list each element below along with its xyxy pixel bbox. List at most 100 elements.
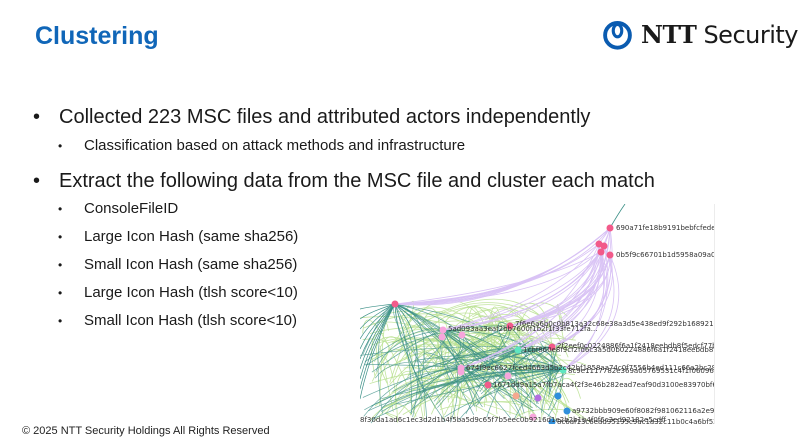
graph-node[interactable] — [548, 418, 556, 425]
bullet-dot: • — [33, 106, 41, 128]
sub-bullet-item: • Small Icon Hash (tlsh score<10) — [58, 312, 297, 329]
graph-node[interactable] — [504, 372, 512, 380]
graph-node[interactable] — [529, 413, 537, 421]
sub-bullet-text: ConsoleFileID — [84, 200, 179, 217]
graph-edge — [460, 367, 534, 412]
bullet-text: Extract the following data from the MSC … — [59, 170, 655, 192]
graph-edge — [365, 325, 511, 366]
graph-edge — [374, 363, 547, 407]
graph-edge — [516, 319, 553, 401]
bullet-dot: • — [58, 314, 63, 328]
graph-edge — [394, 303, 521, 386]
graph-edge — [422, 346, 553, 369]
graph-edge — [515, 408, 589, 419]
graph-edge — [360, 303, 396, 360]
graph-edge — [369, 370, 583, 420]
graph-node-label: 1671dd9a15a7fb7aca4f2f3e46b282ead7eaf90d… — [493, 381, 714, 389]
graph-edge — [410, 367, 462, 414]
graph-node[interactable] — [554, 392, 562, 400]
graph-edge — [364, 328, 444, 363]
sub-bullet-item: • ConsoleFileID — [58, 200, 178, 217]
graph-edge — [362, 367, 462, 398]
graph-edge — [476, 321, 524, 376]
graph-node[interactable] — [563, 407, 571, 415]
graph-edge — [375, 329, 444, 372]
graph-edge — [379, 322, 389, 406]
cluster-network-graph[interactable]: 690a71fe18b9191bebfcfedeb 0b5f9c66701b1d5… — [360, 204, 715, 424]
graph-node-label: 8c6af13c6ead95195c9ac1a32c11b0c4a6bf5296… — [557, 418, 714, 424]
graph-node-label: 8c9e1117782e369a05769531c4f1f06096e1e75f… — [568, 367, 714, 375]
graph-node[interactable] — [559, 366, 567, 374]
graph-node-label: 5ad093aa3eaf2bb7600f1b2f1f33fe712fa... — [448, 325, 598, 333]
bullet-dot: • — [58, 286, 63, 300]
graph-edge — [360, 303, 396, 340]
graph-node[interactable] — [512, 392, 520, 400]
sub-bullet-text: Small Icon Hash (same sha256) — [84, 256, 298, 273]
graph-edge — [360, 303, 396, 320]
graph-node[interactable] — [439, 326, 447, 334]
graph-edge — [442, 329, 461, 359]
graph-edge — [374, 361, 462, 379]
graph-edge — [517, 227, 611, 351]
bullet-dot: • — [58, 230, 63, 244]
graph-edge — [440, 337, 576, 395]
graph-node[interactable] — [484, 381, 492, 389]
graph-edge — [360, 303, 396, 350]
slide-title: Clustering — [35, 22, 159, 50]
sub-bullet-item: • Large Icon Hash (tlsh score<10) — [58, 284, 298, 301]
graph-edge — [394, 303, 425, 379]
graph-node-label: 1cbf860e8f9cf2fd6c3a5d0b0224886f6a1f2418… — [523, 346, 714, 354]
graph-edge — [444, 346, 590, 416]
logo-brand: NTT — [641, 19, 697, 49]
graph-node[interactable] — [458, 331, 466, 339]
graph-edge — [362, 319, 409, 388]
graph-edge — [452, 355, 564, 371]
graph-edge — [475, 346, 553, 407]
graph-node[interactable] — [438, 333, 446, 341]
logo-wordmark: NTT Security — [641, 20, 798, 49]
graph-edge — [442, 329, 519, 374]
graph-edge — [363, 349, 519, 417]
graph-node-label: 8f30da1ad6c1ec3d2d1b4f5ba5d9c65f7b5eec0b… — [360, 416, 666, 424]
graph-edge — [360, 303, 396, 380]
sub-bullet-text: Large Icon Hash (tlsh score<10) — [84, 284, 298, 301]
graph-edge — [540, 340, 558, 364]
graph-node[interactable] — [597, 248, 605, 256]
graph-edge — [433, 346, 553, 402]
graph-node[interactable] — [534, 394, 542, 402]
graph-edge — [396, 345, 539, 421]
graph-edge — [509, 254, 611, 327]
sub-bullet-text: Small Icon Hash (tlsh score<10) — [84, 312, 298, 329]
graph-edge — [362, 338, 390, 361]
graph-node[interactable] — [606, 251, 614, 259]
graph-edge — [442, 227, 611, 331]
graph-edge — [408, 349, 519, 376]
graph-node[interactable] — [548, 343, 556, 351]
graph-edge — [396, 369, 564, 405]
graph-node[interactable] — [457, 364, 465, 372]
graph-edge — [392, 338, 456, 419]
graph-node[interactable] — [514, 346, 522, 354]
graph-edge — [373, 354, 399, 423]
bullet-dot: • — [58, 202, 63, 216]
graph-edge — [360, 303, 396, 330]
bullet-item: •Collected 223 MSC files and attributed … — [33, 106, 590, 129]
graph-edge — [402, 304, 528, 332]
graph-node-label: a9732bbb909e60f8082f981062116a2e9035b1bc… — [572, 407, 715, 415]
graph-node-label: 7f6e6a6b0c0b813a32c68e38a3d5e438ed9f292b… — [515, 320, 714, 328]
graph-node[interactable] — [606, 224, 614, 232]
graph-node[interactable] — [391, 300, 399, 308]
graph-node[interactable] — [506, 322, 514, 330]
graph-edge — [406, 339, 477, 412]
graph-edge — [394, 303, 476, 358]
graph-edge — [394, 227, 611, 305]
graph-edge — [437, 349, 519, 408]
graph-edge — [436, 349, 519, 405]
sub-bullet-item: •Large Icon Hash (same sha256) — [58, 228, 298, 245]
graph-node[interactable] — [600, 242, 608, 250]
graph-node-label: 0b5f9c66701b1d5958a09a072e764e — [616, 251, 714, 259]
graph-node-label: 690a71fe18b9191bebfcfedeb — [616, 224, 715, 232]
graph-edge — [485, 306, 502, 398]
graph-edge — [360, 303, 396, 310]
graph-edge — [442, 329, 551, 362]
